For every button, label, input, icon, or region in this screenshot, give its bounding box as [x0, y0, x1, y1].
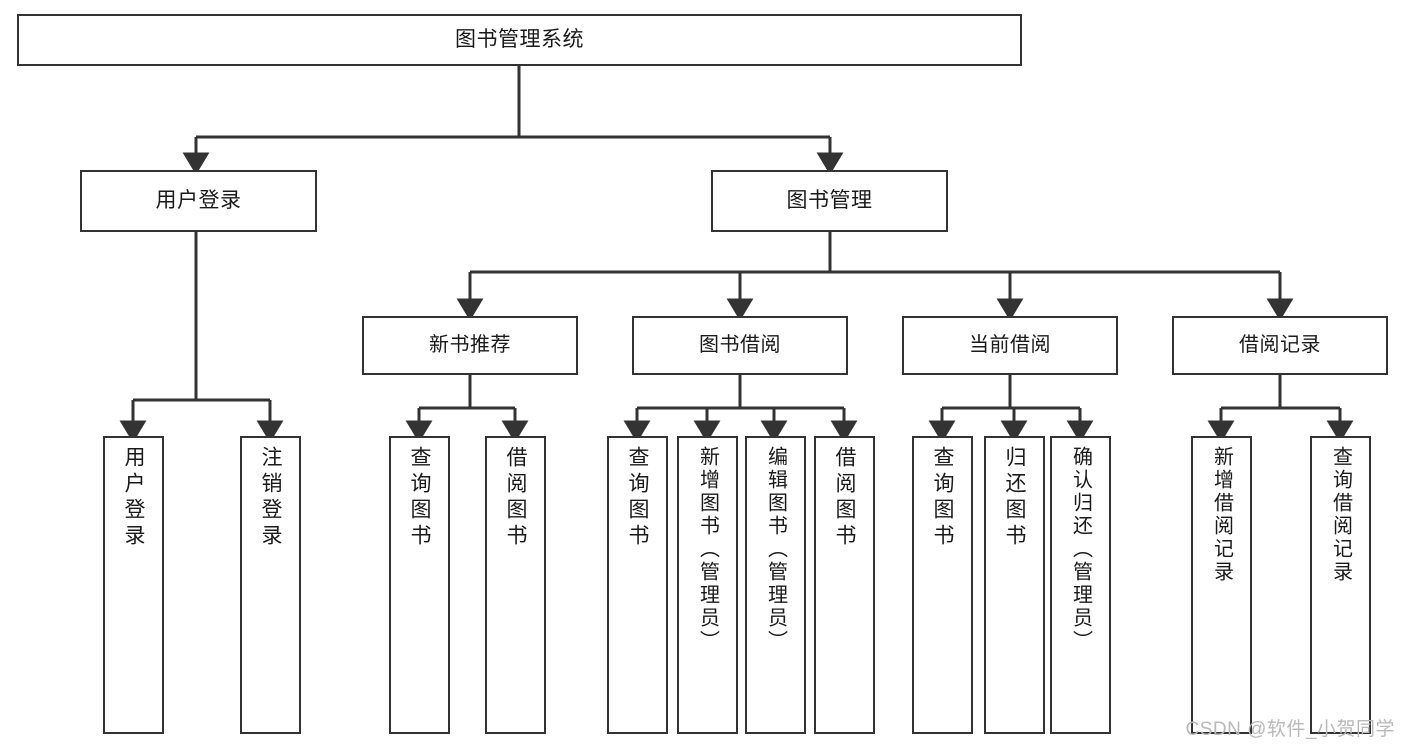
node-leaf-query-borrow-record-label: 查询借阅记录	[1329, 446, 1352, 584]
node-new-book-recommend[interactable]: 新书推荐	[362, 316, 578, 375]
node-leaf-return-book-label: 归还图书	[1003, 446, 1026, 550]
node-leaf-query-book-current-label: 查询图书	[931, 446, 954, 550]
node-leaf-logout-login[interactable]: 注销登录	[240, 436, 301, 734]
node-leaf-query-book-borrow[interactable]: 查询图书	[607, 436, 668, 734]
node-leaf-confirm-return[interactable]: 确认归还（管理员）	[1050, 436, 1111, 734]
node-leaf-borrow-book-label: 借阅图书	[833, 446, 856, 550]
node-user-login[interactable]: 用户登录	[80, 170, 317, 232]
node-leaf-edit-book-label: 编辑图书（管理员）	[764, 446, 787, 653]
node-leaf-add-borrow-record[interactable]: 新增借阅记录	[1191, 436, 1252, 734]
node-leaf-return-book[interactable]: 归还图书	[984, 436, 1045, 734]
node-leaf-add-book-label: 新增图书（管理员）	[696, 446, 719, 653]
node-book-management[interactable]: 图书管理	[711, 170, 948, 232]
node-current-borrow-label: 当前借阅	[969, 334, 1051, 356]
node-root-book-management-system[interactable]: 图书管理系统	[17, 14, 1022, 66]
node-leaf-query-book-recommend-label: 查询图书	[408, 446, 431, 550]
node-current-borrow[interactable]: 当前借阅	[902, 316, 1118, 375]
node-root-label: 图书管理系统	[455, 27, 584, 51]
node-leaf-user-login[interactable]: 用户登录	[103, 436, 164, 734]
node-borrow-record[interactable]: 借阅记录	[1172, 316, 1388, 375]
node-leaf-query-book-current[interactable]: 查询图书	[912, 436, 973, 734]
node-leaf-edit-book[interactable]: 编辑图书（管理员）	[745, 436, 806, 734]
node-leaf-borrow-book[interactable]: 借阅图书	[814, 436, 875, 734]
node-leaf-add-borrow-record-label: 新增借阅记录	[1210, 446, 1233, 584]
node-leaf-query-book-borrow-label: 查询图书	[626, 446, 649, 550]
node-book-management-label: 图书管理	[786, 188, 873, 212]
node-leaf-borrow-book-recommend-label: 借阅图书	[504, 446, 527, 550]
node-book-borrow-label: 图书借阅	[699, 334, 781, 356]
node-new-book-recommend-label: 新书推荐	[429, 334, 511, 356]
node-user-login-label: 用户登录	[155, 188, 242, 212]
node-leaf-confirm-return-label: 确认归还（管理员）	[1069, 446, 1092, 653]
node-leaf-add-book[interactable]: 新增图书（管理员）	[677, 436, 738, 734]
node-leaf-query-book-recommend[interactable]: 查询图书	[389, 436, 450, 734]
node-leaf-borrow-book-recommend[interactable]: 借阅图书	[485, 436, 546, 734]
csdn-watermark: CSDN @软件_小贺同学	[1185, 719, 1395, 740]
node-leaf-query-borrow-record[interactable]: 查询借阅记录	[1310, 436, 1371, 734]
node-borrow-record-label: 借阅记录	[1239, 334, 1321, 356]
node-leaf-user-login-label: 用户登录	[122, 446, 145, 550]
node-book-borrow[interactable]: 图书借阅	[632, 316, 848, 375]
node-leaf-logout-login-label: 注销登录	[259, 446, 282, 550]
